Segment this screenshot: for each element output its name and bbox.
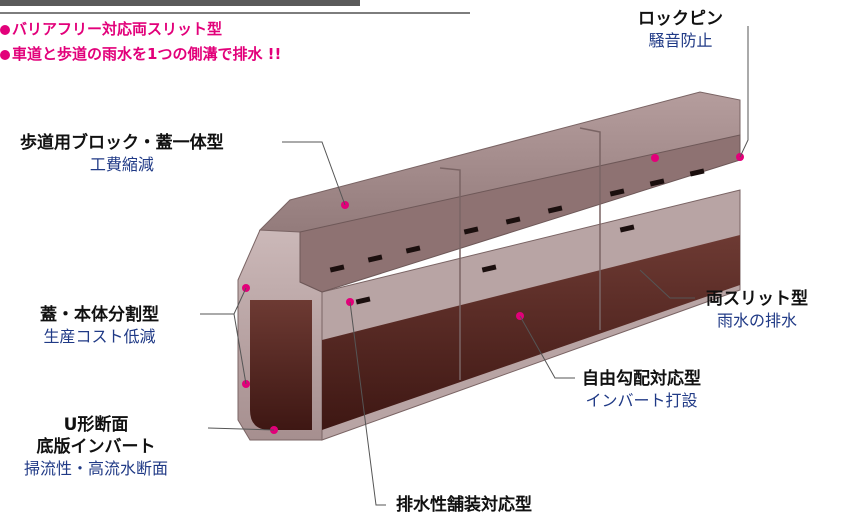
- slit-row: [329, 168, 705, 305]
- bullet-icon: [0, 50, 10, 60]
- label-free-gradient: 自由勾配対応型 インバート打設: [582, 368, 701, 412]
- joint-line-2: [579, 127, 601, 330]
- sidewalk-block-sub: 工費縮減: [89, 155, 154, 174]
- cover-split-sub: 生産コスト低減: [43, 327, 156, 346]
- free-gradient-title: 自由勾配対応型: [582, 369, 701, 389]
- feature-text-1: バリアフリー対応両スリット型: [12, 20, 223, 38]
- label-lock-pin: ロックピン 騒音防止: [638, 8, 723, 52]
- header-bar: [0, 0, 360, 6]
- channel-floor: [322, 235, 740, 430]
- u-section-title-2: 底版インバート: [36, 437, 156, 457]
- label-u-section: U形断面 底版インバート 掃流性・高流水断面: [24, 414, 168, 480]
- double-slit-title: 両スリット型: [706, 289, 808, 309]
- label-double-slit: 両スリット型 雨水の排水: [706, 288, 808, 332]
- leader-lines: [200, 26, 749, 506]
- feature-line-1: バリアフリー対応両スリット型: [0, 20, 222, 38]
- label-cover-split: 蓋・本体分割型 生産コスト低減: [40, 304, 159, 348]
- bullet-icon: [0, 25, 10, 35]
- u-section-sub: 掃流性・高流水断面: [24, 459, 169, 478]
- feature-line-2: 車道と歩道の雨水を1つの側溝で排水 !!: [0, 45, 281, 63]
- cover-split-title: 蓋・本体分割型: [40, 305, 159, 325]
- free-gradient-sub: インバート打設: [585, 391, 698, 410]
- lock-pin-title: ロックピン: [638, 9, 723, 29]
- u-section-title-1: U形断面: [63, 415, 129, 435]
- label-drainage-pavement: 排水性舗装対応型: [396, 494, 532, 516]
- joint-line-1: [439, 167, 461, 380]
- header-rule: [0, 12, 470, 14]
- double-slit-sub: 雨水の排水: [716, 311, 797, 330]
- u-channel-interior: [250, 300, 312, 430]
- lock-pin-sub: 騒音防止: [648, 31, 713, 50]
- label-sidewalk-block: 歩道用ブロック・蓋一体型 工費縮減: [20, 132, 224, 176]
- sidewalk-block-title: 歩道用ブロック・蓋一体型: [20, 133, 224, 153]
- feature-text-2: 車道と歩道の雨水を1つの側溝で排水 !!: [12, 45, 282, 63]
- drainage-pavement-title: 排水性舗装対応型: [396, 495, 532, 515]
